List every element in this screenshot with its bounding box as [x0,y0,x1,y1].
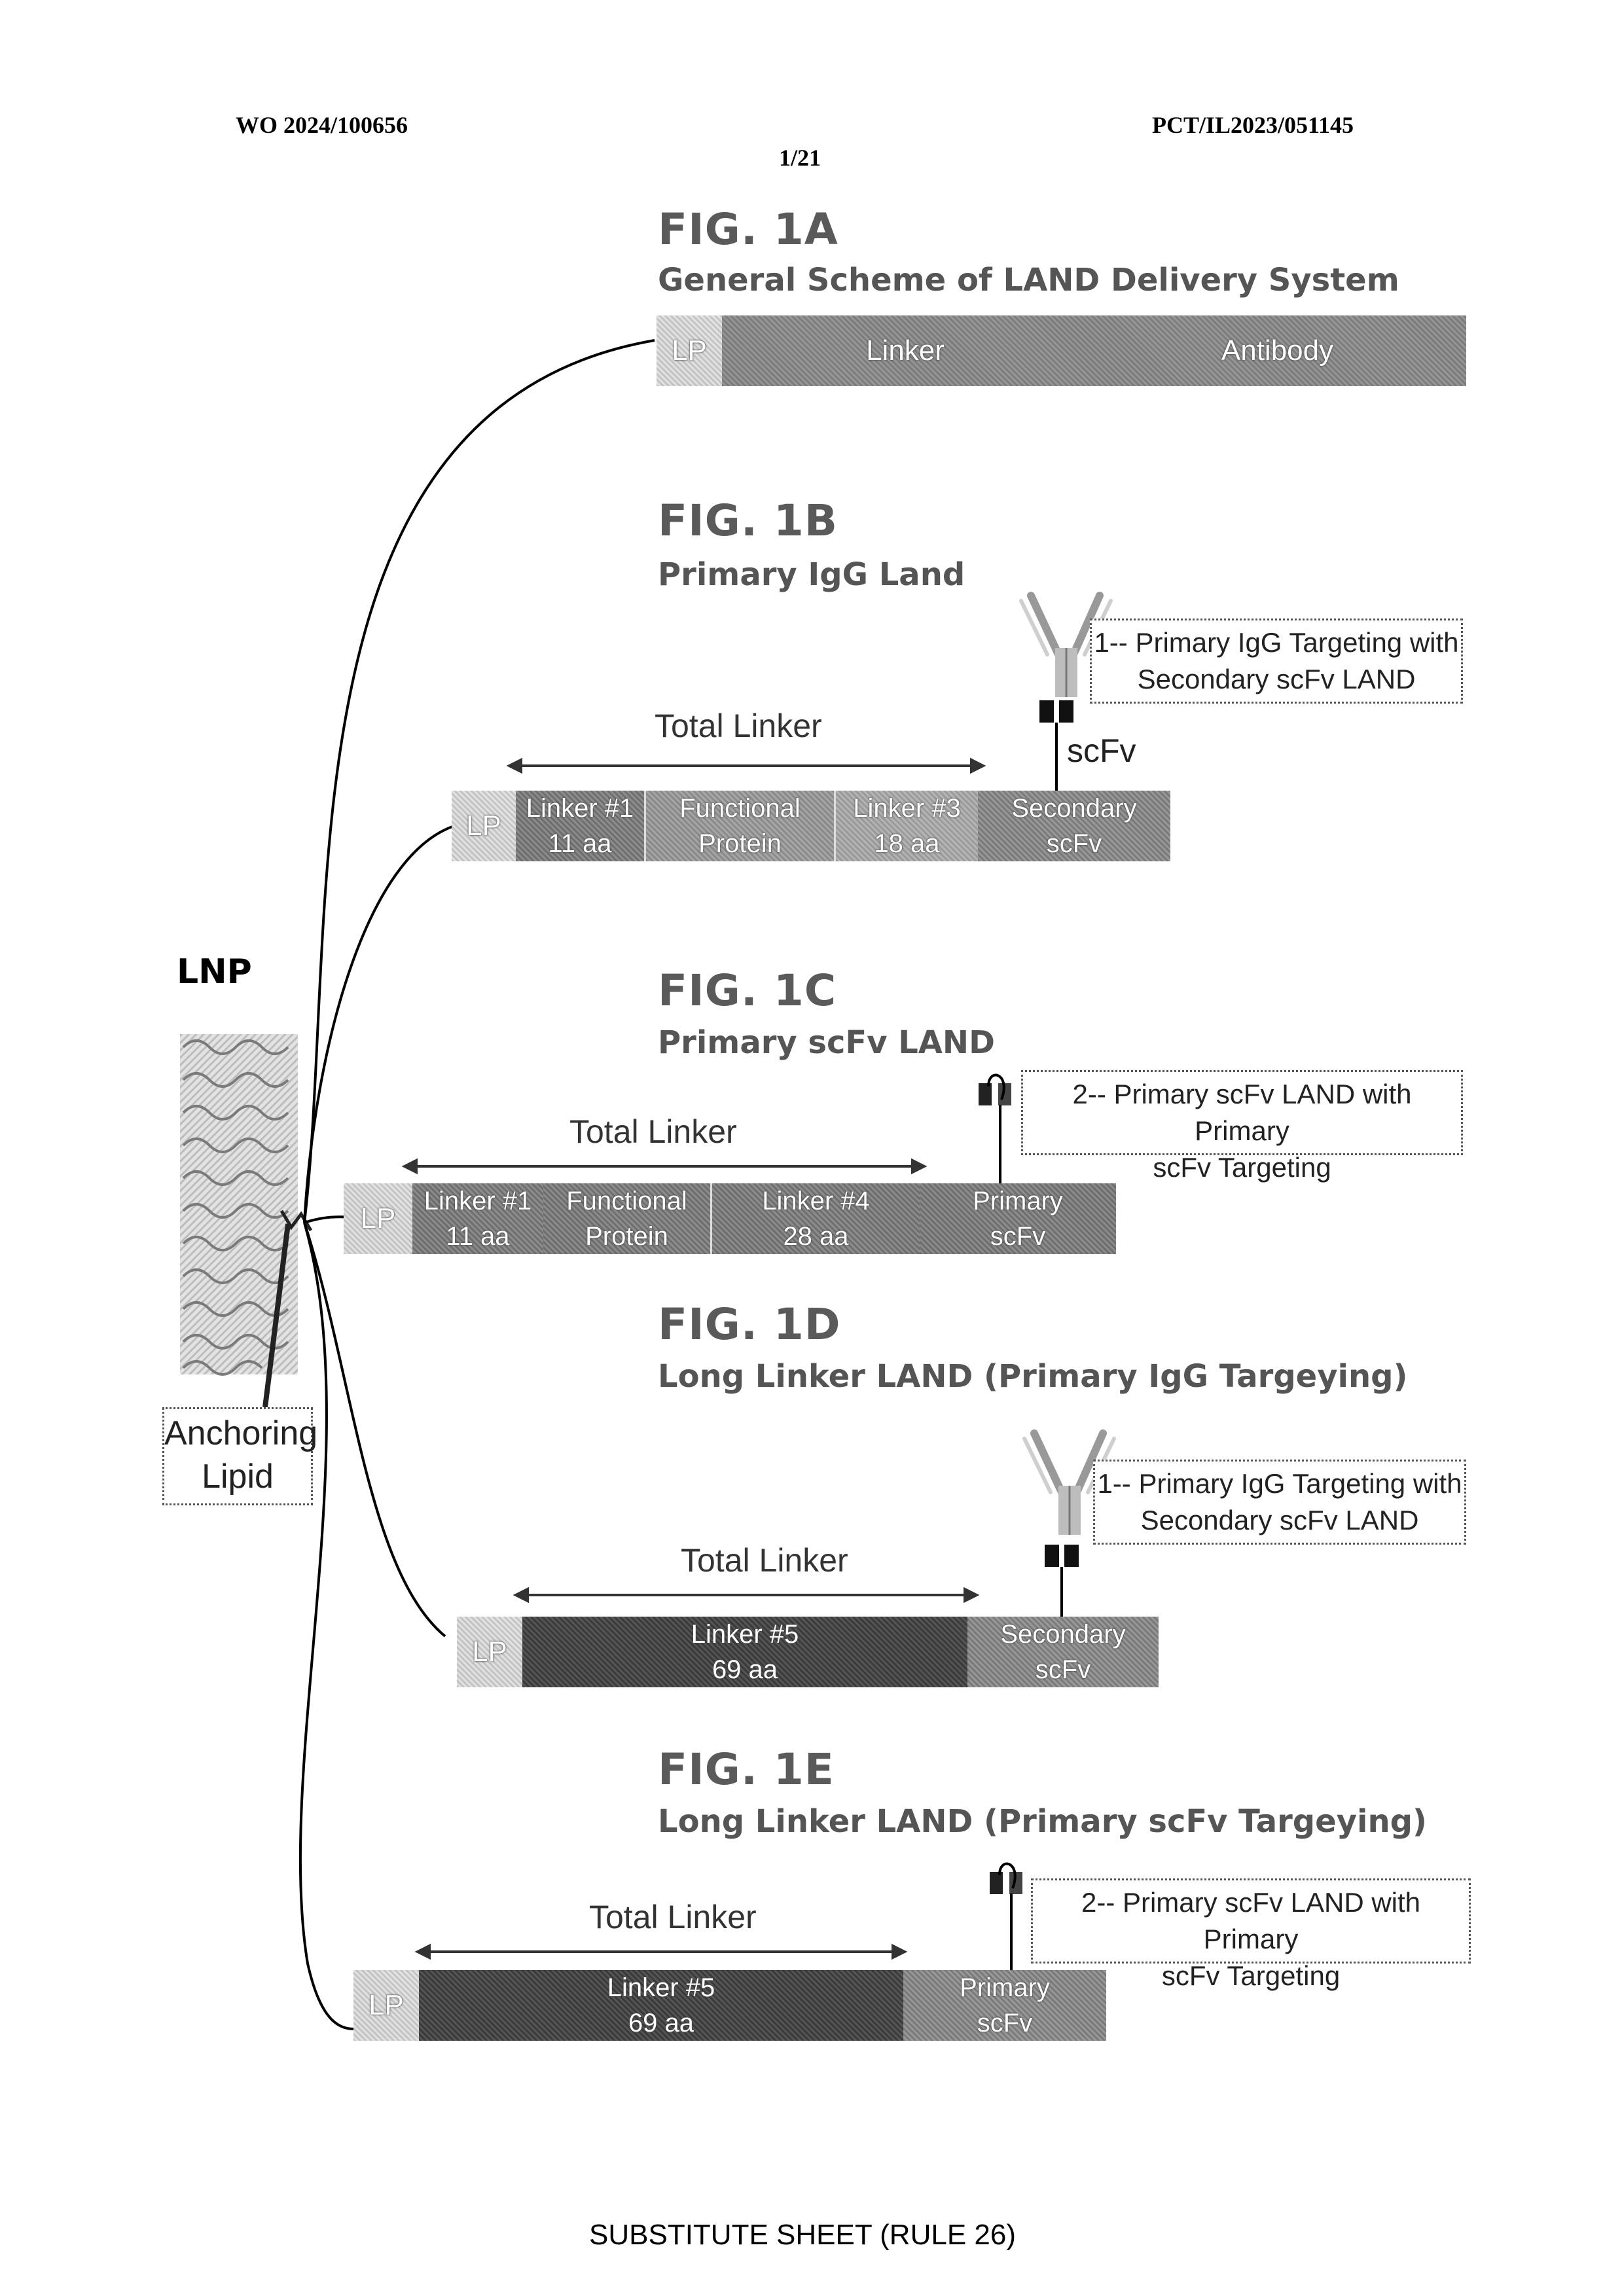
fig-1b-scfv-label: scFv [1067,732,1136,770]
fig-1d-subtitle: Long Linker LAND (Primary IgG Targeying) [658,1358,1407,1395]
linker-3-segment: Linker #3 18 aa [834,791,978,861]
secondary-scfv-segment: Secondary scFv [967,1617,1159,1687]
fig-1d-title: FIG. 1D [658,1299,841,1350]
fig-1c-subtitle: Primary scFv LAND [658,1024,995,1061]
anchoring-lipid-label: Anchoring Lipid [162,1407,313,1505]
fig-1c-total-linker-label: Total Linker [569,1113,737,1151]
lp-segment: LP [657,315,722,386]
primary-scfv-icon [979,1075,1011,1185]
linker-5-name: Linker #5 [607,1970,715,2005]
fig-1e-subtitle: Long Linker LAND (Primary scFv Targeying… [658,1803,1427,1840]
functional-protein-line2: Protein [698,826,782,861]
antibody-segment: Antibody [1089,315,1466,386]
fig-1d-construct-bar: LP Linker #5 69 aa Secondary scFv [457,1617,1159,1687]
primary-scfv-segment: Primary scFv [903,1970,1106,2041]
fig-1e-construct-bar: LP Linker #5 69 aa Primary scFv [353,1970,1106,2041]
linker-1-length: 11 aa [446,1219,509,1254]
lp-segment: LP [457,1617,522,1687]
fig-1b-total-linker-label: Total Linker [655,707,822,745]
secondary-scfv-line1: Secondary [1000,1617,1125,1652]
lnp-label: LNP [177,952,252,992]
anchoring-lipid-line2: Lipid [164,1455,311,1498]
fig-1c-targeting-callout: 2-- Primary scFv LAND with Primary scFv … [1021,1070,1463,1155]
callout-line2: Secondary scFv LAND [1092,661,1461,698]
primary-scfv-line2: scFv [977,2005,1032,2041]
functional-protein-line1: Functional [679,791,801,826]
fig-1a-subtitle: General Scheme of LAND Delivery System [658,262,1399,298]
fig-1e-targeting-callout: 2-- Primary scFv LAND with Primary scFv … [1031,1878,1471,1964]
primary-scfv-line1: Primary [960,1970,1050,2005]
fig-1c-construct-bar: LP Linker #1 11 aa Functional Protein Li… [344,1183,1116,1254]
linker-1-segment: Linker #1 11 aa [412,1183,543,1254]
functional-protein-line1: Functional [566,1183,687,1219]
primary-scfv-line2: scFv [990,1219,1045,1254]
functional-protein-segment: Functional Protein [543,1183,710,1254]
footer-text: SUBSTITUTE SHEET (RULE 26) [589,2219,1016,2251]
linker-5-segment: Linker #5 69 aa [419,1970,903,2041]
linker-4-name: Linker #4 [762,1183,870,1219]
fig-1e-total-linker-label: Total Linker [589,1898,757,1936]
lnp-particle-graphic [180,1034,311,1407]
fig-1b-construct-bar: LP Linker #1 11 aa Functional Protein Li… [452,791,1170,861]
linker-4-segment: Linker #4 28 aa [710,1183,920,1254]
linker-3-name: Linker #3 [853,791,961,826]
linker-1-segment: Linker #1 11 aa [516,791,644,861]
callout-line1: 1-- Primary IgG Targeting with [1095,1465,1464,1502]
linker-5-length: 69 aa [628,2005,694,2041]
lp-segment: LP [344,1183,412,1254]
fig-1d-targeting-callout: 1-- Primary IgG Targeting with Secondary… [1093,1460,1466,1545]
fig-1e-title: FIG. 1E [658,1744,835,1795]
fig-1b-title: FIG. 1B [658,495,838,546]
secondary-scfv-line1: Secondary [1011,791,1136,826]
linker-1-length: 11 aa [548,826,611,861]
callout-line1: 2-- Primary scFv LAND with Primary [1023,1076,1461,1149]
linker-5-segment: Linker #5 69 aa [522,1617,967,1687]
linker-1-name: Linker #1 [526,791,634,826]
linker-segment: Linker [722,315,1089,386]
functional-protein-line2: Protein [585,1219,668,1254]
linker-3-length: 18 aa [874,826,939,861]
anchoring-lipid-line1: Anchoring [164,1412,311,1455]
fig-1a-construct-bar: LP Linker Antibody [657,315,1466,386]
fig-1a-title: FIG. 1A [658,204,838,255]
lp-segment: LP [353,1970,419,2041]
primary-scfv-segment: Primary scFv [920,1183,1116,1254]
secondary-scfv-line2: scFv [1047,826,1102,861]
linker-5-name: Linker #5 [691,1617,799,1652]
callout-line1: 1-- Primary IgG Targeting with [1092,624,1461,661]
callout-line2: Secondary scFv LAND [1095,1502,1464,1539]
secondary-scfv-line2: scFv [1036,1652,1090,1687]
fig-1b-targeting-callout: 1-- Primary IgG Targeting with Secondary… [1090,619,1463,704]
secondary-scfv-segment: Secondary scFv [978,791,1170,861]
linker-4-length: 28 aa [783,1219,848,1254]
primary-scfv-line1: Primary [973,1183,1063,1219]
lp-segment: LP [452,791,516,861]
callout-line2: scFv Targeting [1023,1149,1461,1186]
fig-1c-title: FIG. 1C [658,965,837,1016]
fig-1d-total-linker-label: Total Linker [681,1541,848,1579]
functional-protein-segment: Functional Protein [644,791,834,861]
callout-line1: 2-- Primary scFv LAND with Primary [1033,1884,1469,1958]
linker-1-name: Linker #1 [424,1183,532,1219]
fig-1b-subtitle: Primary IgG Land [658,556,965,593]
linker-5-length: 69 aa [712,1652,778,1687]
